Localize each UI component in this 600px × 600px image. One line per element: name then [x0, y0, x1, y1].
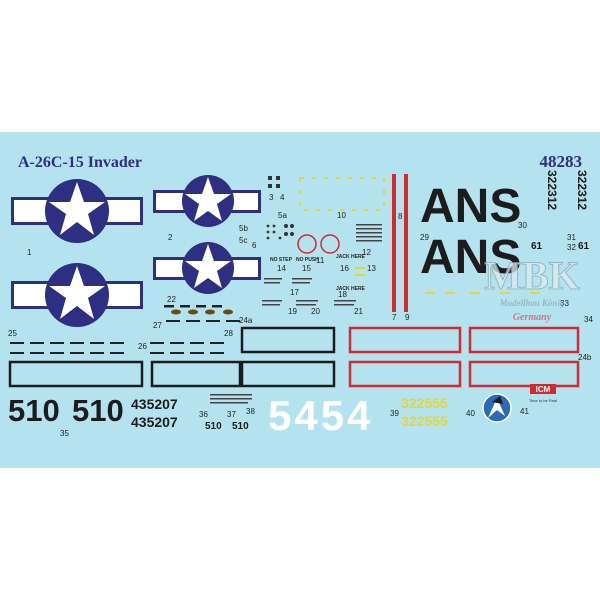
kit-number: 48283 — [540, 152, 583, 171]
stencil-fine-print-lines — [262, 224, 382, 306]
yellow-walkway-outline — [299, 177, 385, 211]
decal-number-5a: 5a — [278, 211, 287, 220]
decal-number-32: 32 — [567, 243, 576, 252]
decal-sheet-artwork: A-26C-15 Invader 48283 1 2 3 4 — [8, 152, 593, 439]
stencil-no-step: NO STEP — [270, 257, 293, 263]
decal-number-41: 41 — [520, 407, 529, 416]
decal-number-31: 31 — [567, 233, 576, 242]
red-stripe-8 — [392, 174, 408, 312]
decal-number-25: 25 — [8, 329, 17, 338]
decal-number-34: 34 — [584, 315, 593, 324]
mbk-watermark: MBK Modellbau König Germany — [484, 253, 581, 324]
decal-number-5c: 5c — [239, 236, 247, 245]
icm-logo-text: ICM — [536, 385, 551, 394]
decal-number-30: 30 — [518, 221, 527, 230]
decal-sheet: A-26C-15 Invader 48283 1 2 3 4 — [0, 132, 600, 468]
small-510-b: 510 — [232, 421, 249, 432]
stencil-no-push: NO PUSH — [296, 257, 319, 263]
serial-322555-b: 322555 — [401, 413, 448, 429]
nose-number-510-a: 510 — [8, 393, 60, 428]
rivet-dots-5a — [266, 224, 294, 240]
walkway-dashes-22 — [164, 305, 222, 308]
decal-number-9: 9 — [405, 313, 410, 322]
decal-number-33: 33 — [560, 299, 569, 308]
decal-number-20: 20 — [311, 307, 320, 316]
decal-number-10: 10 — [337, 211, 346, 220]
mbk-watermark-subtitle: Modellbau König — [499, 298, 565, 308]
black-outline-boxes — [8, 326, 336, 388]
serial-435207-b: 435207 — [131, 414, 178, 430]
squadron-badge — [482, 393, 512, 423]
decal-number-18: 18 — [338, 290, 347, 299]
serial-435207-a: 435207 — [131, 396, 178, 412]
decal-number-37: 37 — [227, 410, 236, 419]
yellow-dash-stencils — [355, 267, 540, 294]
decal-number-27: 27 — [153, 321, 162, 330]
decal-number-40: 40 — [466, 409, 475, 418]
walkway-dashes-25-26 — [10, 342, 224, 354]
mbk-watermark-country: Germany — [513, 312, 552, 323]
small-stencil-dots — [268, 176, 280, 188]
decal-number-3: 3 — [269, 193, 274, 202]
decal-number-16: 16 — [340, 264, 349, 273]
decal-number-17: 17 — [290, 288, 299, 297]
decal-number-15: 15 — [302, 264, 311, 273]
decal-number-21: 21 — [354, 307, 363, 316]
decal-number-24b: 24b — [578, 353, 592, 362]
decal-number-14: 14 — [277, 264, 286, 273]
buzz-number-5454: 5454 — [268, 392, 373, 439]
decal-number-36: 36 — [199, 410, 208, 419]
insignia-medium-bottom — [153, 242, 261, 294]
decal-number-22: 22 — [167, 295, 176, 304]
decal-number-24a: 24a — [239, 316, 253, 325]
mbk-watermark-logo: MBK — [484, 253, 580, 298]
small-510-a: 510 — [205, 421, 222, 432]
small-61-b: 61 — [578, 241, 590, 252]
fine-print-block — [210, 394, 252, 404]
decal-number-2: 2 — [168, 233, 173, 242]
fuel-cap-markings — [297, 234, 340, 254]
stencil-jack-here-1: JACK HERE — [336, 254, 366, 260]
code-letters-ans-1: ANS — [420, 180, 521, 233]
red-outline-boxes — [348, 326, 580, 388]
decal-number-12: 12 — [362, 248, 371, 257]
decal-number-6: 6 — [252, 241, 257, 250]
decal-number-1: 1 — [27, 248, 32, 257]
small-61-a: 61 — [531, 241, 543, 252]
decal-number-39: 39 — [390, 409, 399, 418]
insignia-large-bottom — [11, 263, 143, 327]
code-letters-ans-2: ANS — [420, 231, 521, 284]
decal-number-5b: 5b — [239, 224, 248, 233]
stencil-jack-here-2: JACK HERE — [336, 286, 366, 292]
decal-number-4: 4 — [280, 193, 285, 202]
insignia-medium-top — [153, 175, 261, 227]
decal-number-13: 13 — [367, 264, 376, 273]
walkway-dashes-27 — [166, 320, 240, 322]
decal-number-7: 7 — [392, 313, 397, 322]
serial-vertical-2: 322312 — [575, 170, 589, 210]
nose-number-510-b: 510 — [72, 393, 124, 428]
brown-ovals-23 — [171, 309, 233, 315]
decal-number-8: 8 — [398, 212, 403, 221]
decal-number-11: 11 — [316, 256, 325, 265]
decal-number-19: 19 — [288, 307, 297, 316]
icm-tagline: Time to be Real — [529, 398, 557, 403]
icm-logo: ICM Time to be Real — [529, 384, 557, 403]
decal-number-28: 28 — [224, 329, 233, 338]
decal-number-26: 26 — [138, 342, 147, 351]
decal-number-29: 29 — [420, 233, 429, 242]
sheet-title: A-26C-15 Invader — [18, 154, 142, 171]
serial-vertical-1: 322312 — [545, 170, 559, 210]
insignia-large-top — [11, 179, 143, 243]
serial-322555-a: 322555 — [401, 395, 448, 411]
decal-number-38: 38 — [246, 407, 255, 416]
decal-number-35: 35 — [60, 429, 69, 438]
